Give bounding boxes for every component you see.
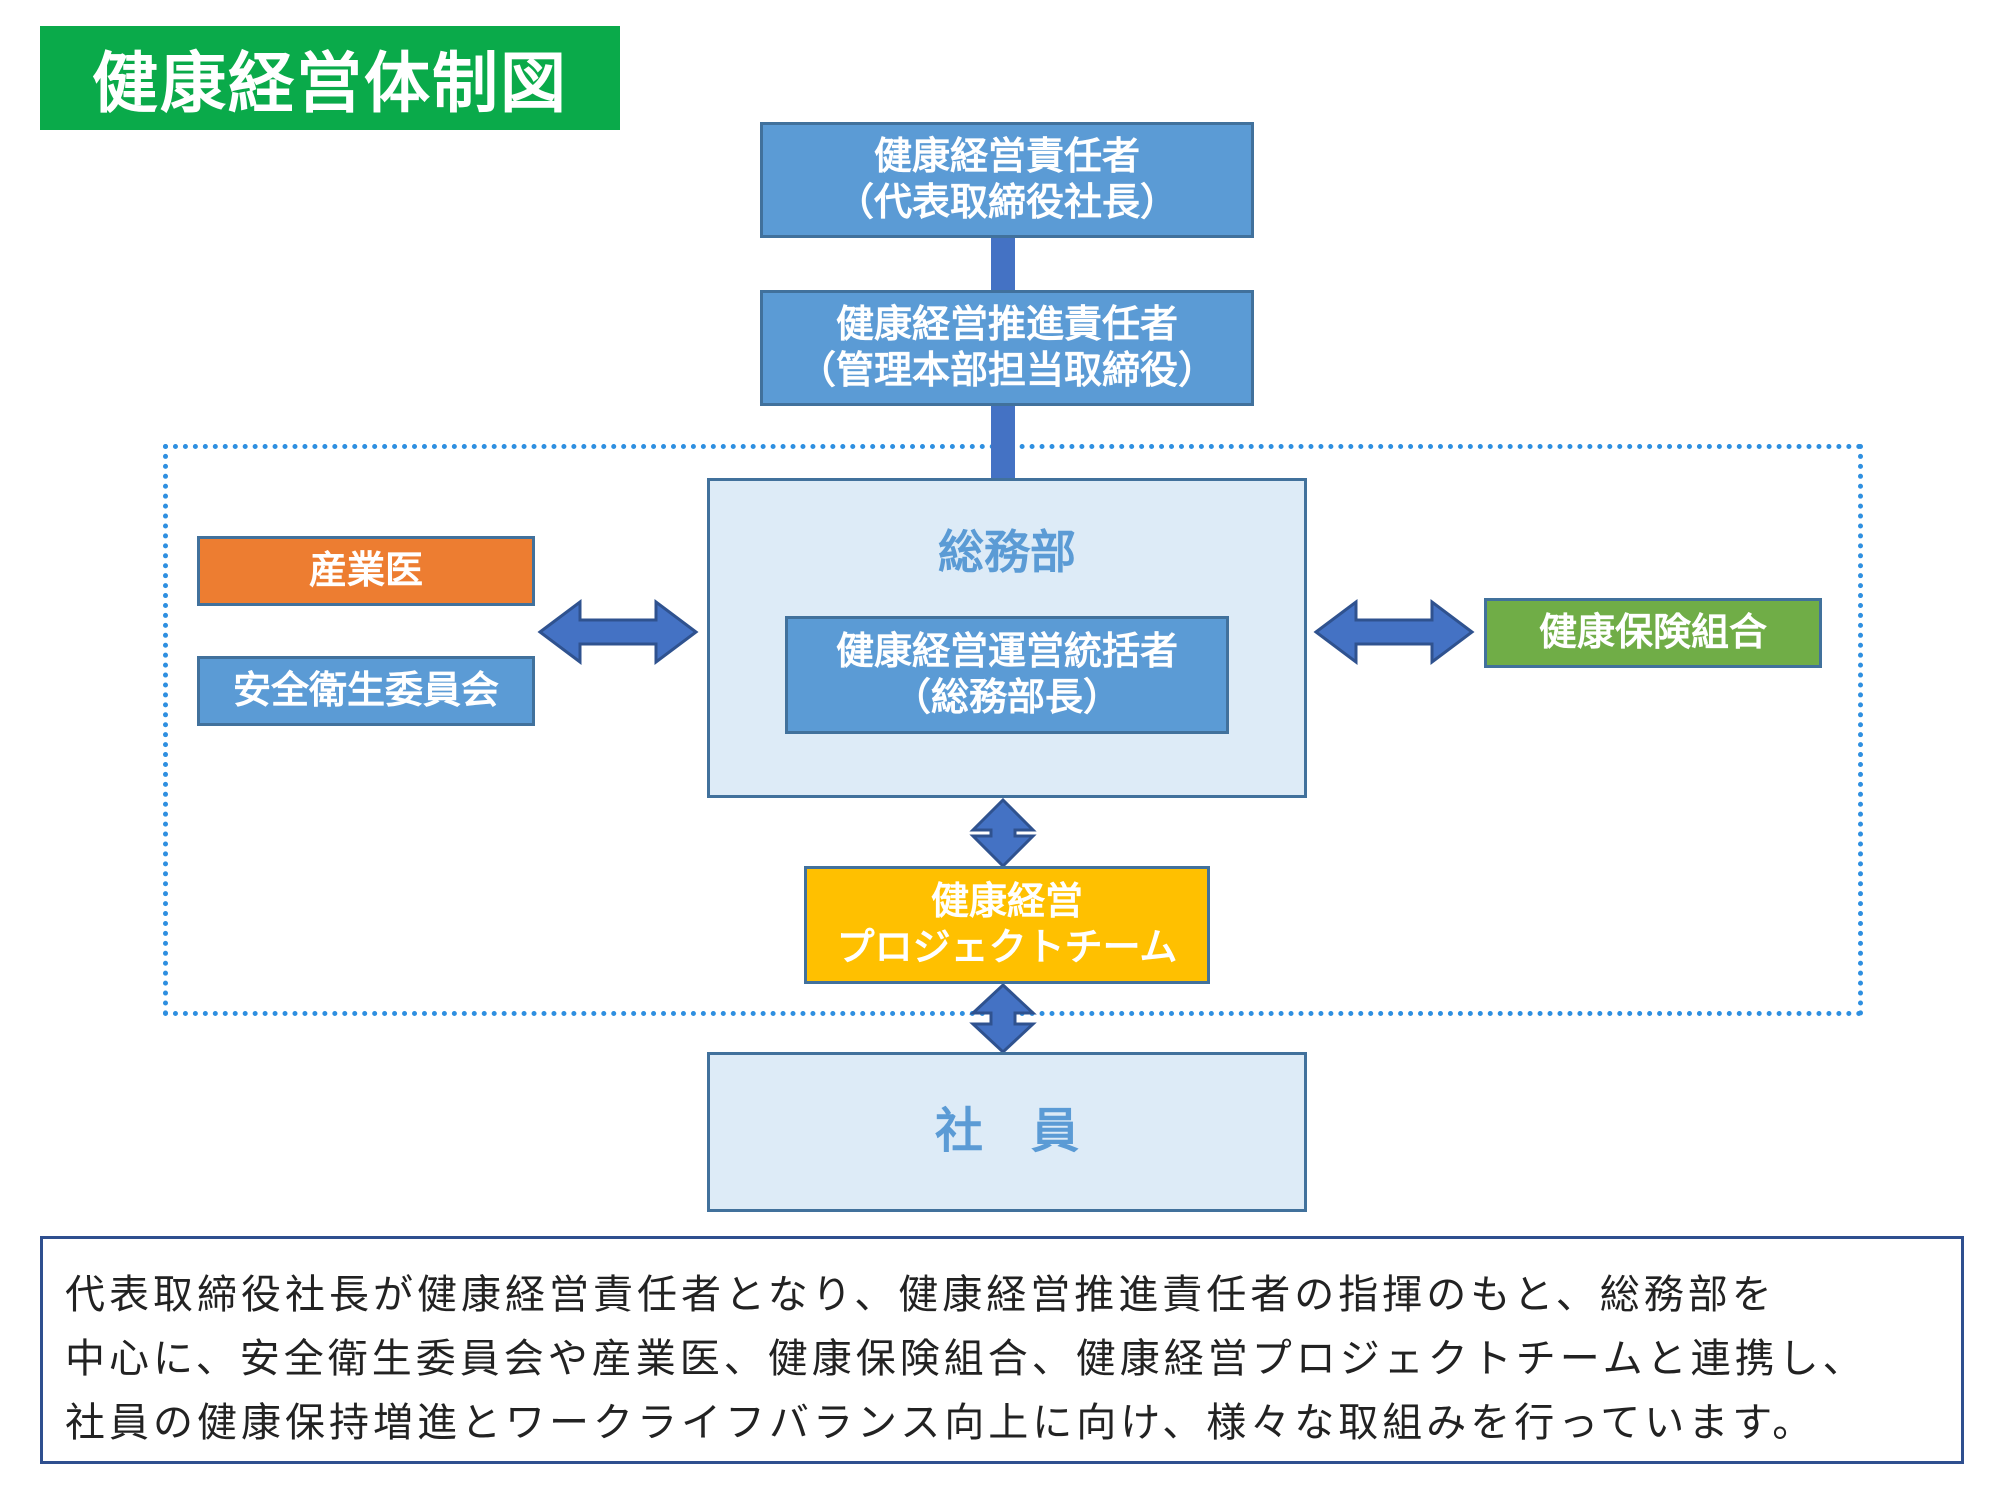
project-team-box: 健康経営 プロジェクトチーム [804, 866, 1210, 984]
general-affairs-label: 総務部 [938, 525, 1076, 579]
occupational-physician-box: 産業医 [197, 536, 535, 606]
chief-box: 健康経営責任者 （代表取締役社長） [760, 122, 1254, 238]
double-arrow-general-project [969, 797, 1037, 869]
double-arrow-right [1313, 599, 1475, 665]
description-line: 中心に、安全衛生委員会や産業医、健康保険組合、健康経営プロジェクトチームと連携し… [65, 1336, 1867, 1382]
connector-chief-promotion [991, 236, 1015, 292]
description-line: 代表取締役社長が健康経営責任者となり、健康経営推進責任者の指揮のもと、総務部を [65, 1272, 1776, 1318]
operation-box: 健康経営運営統括者 （総務部長） [785, 616, 1229, 734]
safety-committee-box: 安全衛生委員会 [197, 656, 535, 726]
project-team-subtitle: プロジェクトチーム [836, 925, 1178, 969]
promotion-title: 健康経営推進責任者 [835, 302, 1178, 347]
double-arrow-project-employees [969, 982, 1037, 1055]
operation-title: 健康経営運営統括者 [835, 629, 1178, 674]
health-insurance-box: 健康保険組合 [1484, 598, 1822, 668]
connector-promotion-general [991, 404, 1015, 480]
occupational-physician-label: 産業医 [308, 548, 423, 593]
employees-label: 社 員 [934, 1103, 1079, 1160]
health-insurance-label: 健康保険組合 [1538, 610, 1767, 655]
promotion-subtitle: （管理本部担当取締役） [797, 348, 1216, 392]
project-team-title: 健康経営 [930, 879, 1083, 924]
promotion-box: 健康経営推進責任者 （管理本部担当取締役） [760, 290, 1254, 406]
operation-subtitle: （総務部長） [892, 675, 1121, 719]
page-title: 健康経営体制図 [40, 26, 620, 130]
double-arrow-left [537, 599, 699, 665]
safety-committee-label: 安全衛生委員会 [232, 668, 499, 713]
chief-title: 健康経営責任者 [873, 134, 1140, 179]
employees-box: 社 員 [707, 1052, 1307, 1212]
description-box: 代表取締役社長が健康経営責任者となり、健康経営推進責任者の指揮のもと、総務部を … [40, 1236, 1964, 1464]
chief-subtitle: （代表取締役社長） [835, 180, 1178, 224]
description-line: 社員の健康保持増進とワークライフバランス向上に向け、様々な取組みを行っています。 [65, 1400, 1817, 1446]
